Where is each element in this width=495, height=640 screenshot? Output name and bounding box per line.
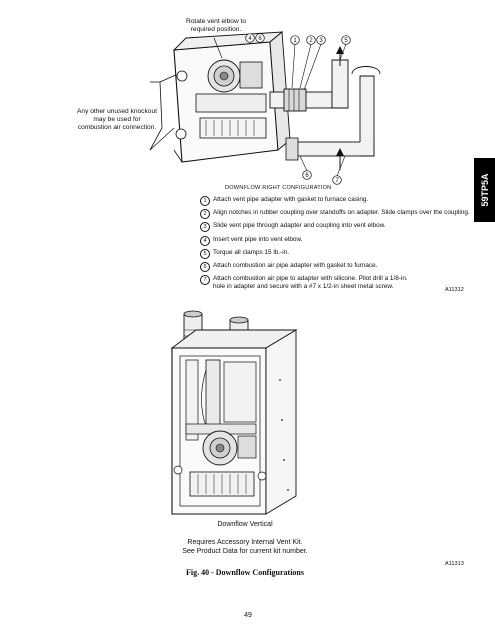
side-tab-label: 59TP5A [479,173,490,207]
step-number: 6 [200,261,210,272]
step-text: Torque all clamps 15 lb.-in. [213,248,290,256]
marker-2: 2 [309,38,313,44]
callout-rotate-elbow: Rotate vent elbow to required position. [185,18,247,33]
marker-6a: 6 [258,36,262,42]
bottom-diagram-caption: Downflow Vertical [217,521,273,528]
step-text: Align notches in rubber coupling over st… [213,209,470,217]
side-tab: 59TP5A [474,158,495,222]
step-text: Slide vent pipe through adapter and coup… [213,222,386,230]
step-number: 5 [200,248,210,259]
step-number: 1 [200,196,210,206]
kit-note-line-2: See Product Data for current kit number. [182,548,308,555]
top-diagram-caption: DOWNFLOW RIGHT CONFIGURATION [225,185,332,191]
page-number: 49 [244,612,252,619]
step-text: Attach combustion air pipe adapter with … [213,261,378,269]
downflow-right-diagram: 4 6 1 2 3 5 6 7 [149,31,381,185]
list-item: 6 Attach combustion air pipe adapter wit… [200,261,470,272]
step-number: 7 [200,275,210,286]
downflow-vertical-diagram [170,310,298,515]
list-item: 7 Attach combustion air pipe to adapter … [200,275,470,291]
list-item: 4 Insert vent pipe into vent elbow. [200,235,470,246]
step-text: Insert vent pipe into vent elbow. [213,235,303,243]
callout-unused-knockout: Any other unused knockout may be used fo… [77,108,157,131]
marker-6b: 6 [305,173,309,179]
marker-5: 5 [344,38,348,44]
reference-code-bottom: A11313 [445,561,464,567]
marker-4: 4 [248,36,252,42]
reference-code-top: A11312 [445,287,464,293]
list-item: 1 Attach vent pipe adapter with gasket t… [200,196,470,206]
kit-note-line-1: Requires Accessory Internal Vent Kit. [187,539,303,546]
step-number: 2 [200,209,210,220]
step-text: Attach vent pipe adapter with gasket to … [213,196,369,203]
figure-title: Fig. 40 - Downflow Configurations [185,568,304,577]
step-number: 4 [200,235,210,246]
list-item: 5 Torque all clamps 15 lb.-in. [200,248,470,259]
instruction-list: 1 Attach vent pipe adapter with gasket t… [200,196,470,294]
list-item: 3 Slide vent pipe through adapter and co… [200,222,470,233]
step-text: Attach combustion air pipe to adapter wi… [213,275,408,291]
marker-1: 1 [293,38,297,44]
marker-3: 3 [319,38,323,44]
marker-7: 7 [335,178,339,184]
list-item: 2 Align notches in rubber coupling over … [200,209,470,220]
step-number: 3 [200,222,210,233]
